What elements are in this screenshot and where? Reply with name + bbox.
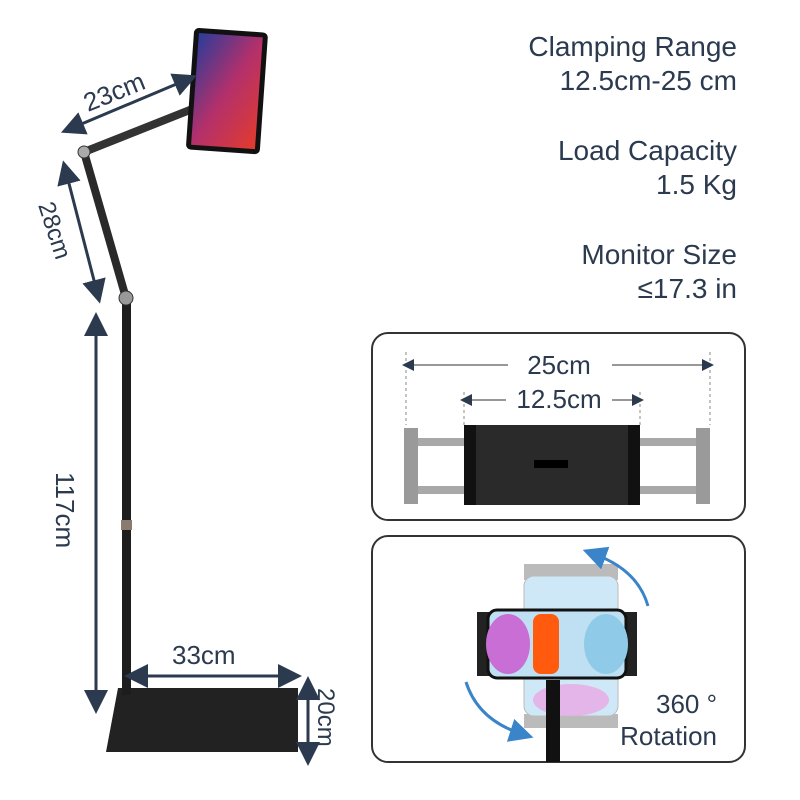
spec-load-label: Load Capacity	[558, 135, 737, 166]
clamp-icon	[404, 425, 710, 505]
clamp-min-width: 12.5cm	[516, 384, 601, 414]
phone-holder-icon	[477, 564, 637, 762]
spec-clamping-value: 12.5cm-25 cm	[560, 65, 737, 96]
rotation-panel: 360 ° Rotation	[371, 535, 746, 763]
clamp-max-width: 25cm	[527, 350, 591, 380]
tablet-icon	[186, 27, 268, 155]
spec-list: Clamping Range 12.5cm-25 cm Load Capacit…	[528, 31, 737, 304]
rotate-arrow-icon	[464, 681, 534, 742]
rotation-degrees: 360 °	[656, 689, 717, 719]
stand-pole	[122, 300, 131, 695]
spec-clamping-label: Clamping Range	[528, 31, 737, 62]
rotate-arrow-icon	[582, 546, 650, 607]
dim-base-depth: 20cm	[312, 688, 339, 747]
dim-pole-height: 117cm	[50, 472, 80, 548]
floor-stand	[77, 27, 298, 752]
spec-monitor-label: Monitor Size	[581, 239, 737, 270]
lower-arm	[80, 150, 130, 300]
clamp-range-panel: 25cm 12.5cm	[371, 332, 746, 521]
stand-base	[106, 688, 298, 752]
spec-monitor-value: ≤17.3 in	[638, 273, 737, 304]
spec-load-value: 1.5 Kg	[656, 169, 737, 200]
dimension-lines	[57, 73, 320, 766]
dim-arm-lower: 28cm	[32, 199, 76, 263]
dim-base-width: 33cm	[172, 640, 236, 670]
rotation-label: Rotation	[620, 721, 717, 751]
